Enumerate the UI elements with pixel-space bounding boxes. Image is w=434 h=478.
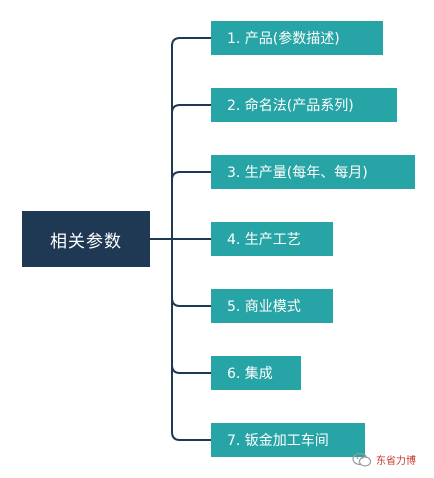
child-node-label: 2. 命名法(产品系列) [227,98,354,114]
child-node-2: 2. 命名法(产品系列) [211,88,397,122]
connector-branch-5 [171,297,211,307]
root-node-label: 相关参数 [50,231,122,252]
child-node-1: 1. 产品(参数描述) [211,21,383,55]
child-node-label: 6. 集成 [227,366,273,382]
child-node-label: 3. 生产量(每年、每月) [227,165,368,181]
wechat-icon [352,452,372,467]
child-node-label: 7. 钣金加工车间 [227,433,329,449]
child-node-6: 6. 集成 [211,356,301,390]
watermark-text: 东省力博 [376,456,416,467]
root-node: 相关参数 [22,211,150,267]
child-node-4: 4. 生产工艺 [211,222,333,256]
child-node-5: 5. 商业模式 [211,289,333,323]
connector-branch-2 [171,104,211,114]
child-node-3: 3. 生产量(每年、每月) [211,155,415,189]
child-node-label: 1. 产品(参数描述) [227,31,340,47]
child-node-label: 4. 生产工艺 [227,232,301,248]
watermark: 东省力博 [352,452,416,467]
child-node-label: 5. 商业模式 [227,299,301,315]
connector-branch-3 [171,171,211,181]
connector-branch-6 [171,364,211,374]
child-node-7: 7. 钣金加工车间 [211,423,365,457]
